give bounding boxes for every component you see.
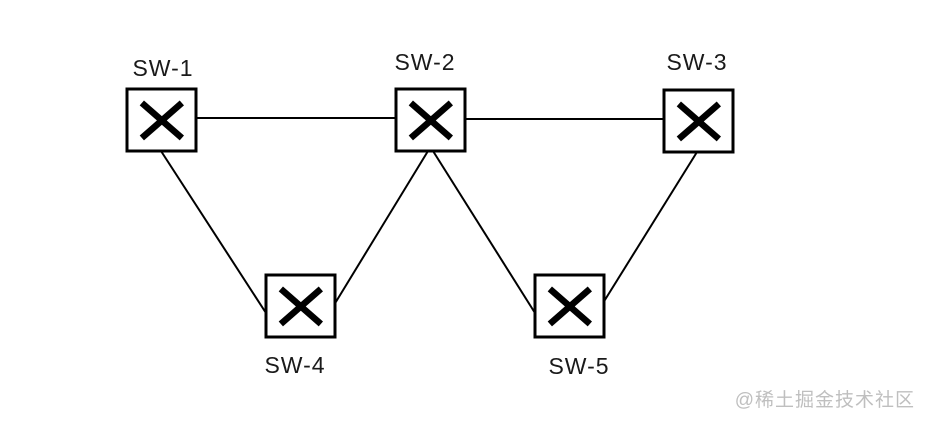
switch-x-icon — [547, 286, 592, 327]
x-stroke — [278, 286, 323, 327]
switch-x-icon — [278, 286, 323, 327]
switch-label-sw-5: SW-5 — [548, 353, 609, 379]
link-sw-2-sw-5 — [432, 150, 536, 314]
watermark: @稀土掘金技术社区 — [734, 390, 915, 411]
switch-node-sw-4: SW-4 — [264, 273, 337, 378]
link-sw-3-sw-5 — [602, 151, 698, 304]
switch-box-sw-4 — [264, 273, 337, 339]
switch-label-sw-3: SW-3 — [666, 49, 727, 75]
switch-label-sw-1: SW-1 — [132, 55, 193, 81]
x-stroke — [139, 100, 184, 141]
switch-x-icon — [139, 100, 184, 141]
link-sw-2-sw-4 — [333, 150, 429, 306]
switch-node-sw-1: SW-1 — [125, 55, 198, 153]
switch-x-icon — [676, 101, 721, 142]
switch-x-icon — [408, 100, 453, 141]
switch-node-sw-2: SW-2 — [394, 49, 467, 153]
x-stroke — [676, 101, 721, 142]
switch-label-sw-4: SW-4 — [264, 352, 325, 378]
switch-label-sw-2: SW-2 — [394, 49, 455, 75]
x-stroke — [408, 100, 453, 141]
switch-node-sw-5: SW-5 — [533, 273, 609, 379]
link-sw-1-sw-4 — [160, 150, 267, 314]
x-stroke — [547, 286, 592, 327]
switch-node-sw-3: SW-3 — [662, 49, 735, 154]
